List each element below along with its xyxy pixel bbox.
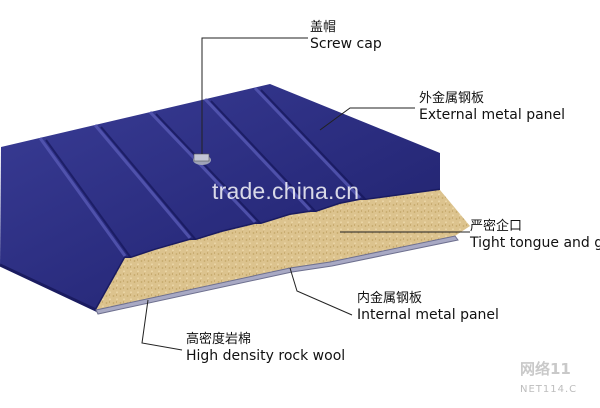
watermark-corner-url: NET114.C — [520, 384, 578, 395]
leader-lines — [141, 37, 470, 351]
internal-metal-panel — [95, 235, 459, 315]
watermark-corner-logo: 网络11 — [520, 360, 571, 378]
label-external-panel: 外金属钢板 External metal panel — [419, 91, 566, 123]
screw-cap-icon — [193, 153, 211, 165]
panel-ribs — [38, 86, 362, 257]
rock-wool-core — [96, 190, 470, 314]
label-tongue-groove: 严密企口 Tight tongue and gr — [470, 219, 600, 251]
label-rock-wool: 高密度岩棉 High density rock wool — [186, 332, 346, 364]
watermark-site: trade.china.cn — [212, 178, 360, 204]
external-metal-panel — [0, 84, 440, 310]
label-internal-panel: 内金属钢板 Internal metal panel — [357, 291, 499, 323]
label-screw-cap: 盖帽 Screw cap — [310, 20, 382, 52]
